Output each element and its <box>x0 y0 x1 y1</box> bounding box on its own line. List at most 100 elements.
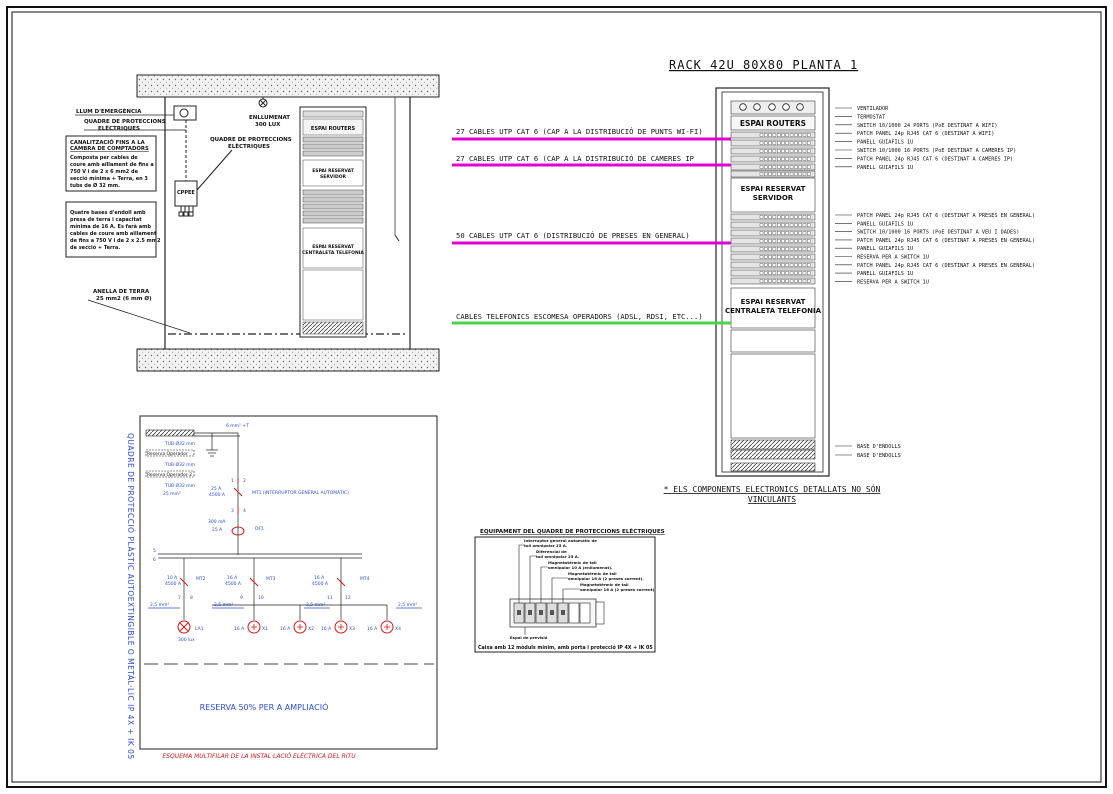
rack-port <box>794 279 798 283</box>
equipment-caption: Caixa amb 12 mòduls mínim, amb porta i p… <box>478 644 653 651</box>
rack-label: PANELL GUIAFILS 1U <box>857 221 913 227</box>
rack-port <box>777 172 781 176</box>
rack-port <box>789 149 794 153</box>
rack-port <box>802 149 807 153</box>
rack-port <box>781 247 785 251</box>
equip-l3b: omnipolar 10 A (enllumenat). <box>548 565 613 570</box>
rack-port <box>798 223 802 227</box>
cable-cam-label: 27 CABLES UTP CAT 6 (CAP A LA DISTRIBUCI… <box>456 154 694 163</box>
rack-port <box>785 157 789 161</box>
rack-port <box>807 165 811 169</box>
mt1-label: MT1 (INTERRUPTOR GENERAL AUTOMÀTIC) <box>252 489 349 496</box>
mini-routers-label: ESPAI ROUTERS <box>311 126 356 132</box>
rack-port <box>777 157 781 161</box>
equip-l5b: omnipolar 16 A (2 preses corrent). <box>580 587 656 592</box>
rack-port <box>772 223 777 227</box>
tub1: TUB Ø32 mm <box>164 440 195 447</box>
rack-label: BASE D'ENDOLLS <box>857 453 901 459</box>
rack-port <box>781 141 785 145</box>
rack-port <box>807 247 811 251</box>
rack-port <box>798 239 802 243</box>
rack-port <box>772 271 777 275</box>
anella-label-a: ANELLA DE TERRA <box>93 289 150 295</box>
rack-port <box>764 247 768 251</box>
wire-c: 2,5 mm² <box>306 602 325 608</box>
rack-port <box>759 223 764 227</box>
equip-l2a: Diferencial de <box>536 549 567 554</box>
equip-l3a: Magnetotèrmic de tall <box>548 560 597 565</box>
n4: 4 <box>243 508 246 514</box>
llum-emergencia-label: LLUM D'EMERGÈNCIA <box>76 107 142 115</box>
df1-b: 25 A <box>212 527 223 533</box>
rack-port <box>802 247 807 251</box>
rack-labels-mid: PATCH PANEL 24p RJ45 CAT 6 (DESTINAT A P… <box>835 213 1035 285</box>
rack-port <box>807 133 811 137</box>
rack-port <box>789 223 794 227</box>
rack-port <box>768 215 772 219</box>
text-line: Composta per cables de <box>70 155 138 161</box>
breaker-module <box>579 602 591 624</box>
n7: 7 <box>178 595 181 601</box>
rack-port <box>772 279 777 283</box>
floor-slab <box>136 348 440 372</box>
rack-port <box>798 231 802 235</box>
equipment-title: EQUIPAMENT DEL QUADRE DE PROTECCIONS ELÈ… <box>480 527 665 535</box>
rack-port <box>759 149 764 153</box>
rack-port <box>759 165 764 169</box>
rack-label: PATCH PANEL 24p RJ45 CAT 6 (DESTINAT A P… <box>857 263 1035 269</box>
rack-port <box>768 231 772 235</box>
rack-port <box>759 247 764 251</box>
rack-port <box>759 215 764 219</box>
rack-port <box>794 157 798 161</box>
rack-port <box>777 141 781 145</box>
rack-port <box>764 172 768 176</box>
rack-label: SWITCH 10/1000 24 PORTS (PoE DESTINAT A … <box>857 123 998 129</box>
rack-port <box>768 271 772 275</box>
rack-port <box>794 239 798 243</box>
equip-l4a: Magnetotèrmic de tall <box>568 571 617 576</box>
rack-port <box>781 239 785 243</box>
text-line: de fins a 750 V i de 2 x 2.5 mm2 <box>70 238 161 244</box>
rack-port <box>785 271 789 275</box>
breaker-lever <box>517 610 521 615</box>
rack-title: RACK 42U 80X80 PLANTA 1 <box>669 58 858 72</box>
rack-port <box>798 215 802 219</box>
text-line: cables de coure amb aïllament <box>70 231 157 237</box>
rack-port <box>772 239 777 243</box>
canal-title-b: CAMBRA DE COMPTADORS <box>70 146 149 152</box>
socket-mark <box>384 624 390 630</box>
rack-port <box>764 279 768 283</box>
anella-label-b: 25 mm2 (6 mm Ø) <box>96 295 152 302</box>
breaker-lever <box>550 610 554 615</box>
wire-d: 2,5 mm² <box>398 602 417 608</box>
text-line: secció mínima + Terra, en 3 <box>70 175 148 182</box>
mt2-a: 10 A <box>167 575 178 581</box>
electrical-schematic: QUADRE DE PROTECCIÓ PLÀSTIC AUTOEXTINGIB… <box>126 415 438 760</box>
power-strip-1 <box>730 439 816 450</box>
rack-port <box>785 172 789 176</box>
rack-port <box>772 263 777 267</box>
rack-port <box>781 279 785 283</box>
rack-port <box>802 279 807 283</box>
rack-port <box>807 231 811 235</box>
df1-a: 300 mA <box>208 519 226 525</box>
rack-port <box>759 239 764 243</box>
text-line: presa de terra i capacitat <box>70 217 142 223</box>
rack-port <box>802 133 807 137</box>
rack-port <box>807 223 811 227</box>
wire-a: 2,5 mm² <box>150 602 169 608</box>
rack-port <box>764 141 768 145</box>
la1: LA1 <box>195 626 204 632</box>
quadre-prot-label-a: QUADRE DE PROTECCIONS <box>84 119 166 125</box>
rack-port <box>789 165 794 169</box>
rack-port <box>781 231 785 235</box>
equip-espai: Espai de previsió <box>510 635 548 640</box>
cable-phone-label: CABLES TELEFONICS ESCOMESA OPERADORS (AD… <box>456 312 703 321</box>
rack-port <box>768 133 772 137</box>
rack-port <box>807 255 811 259</box>
rack-port <box>785 231 789 235</box>
rack-port <box>807 239 811 243</box>
rack-port <box>789 231 794 235</box>
